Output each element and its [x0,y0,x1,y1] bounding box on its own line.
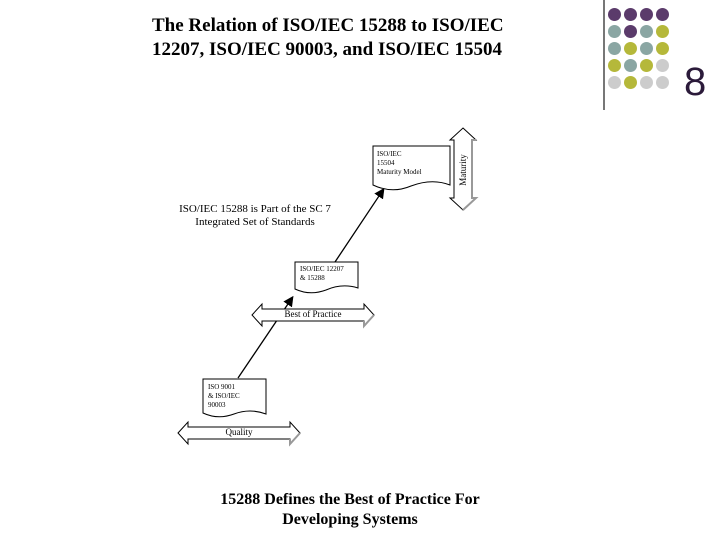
practice-doc-line-2: & 15288 [300,274,325,282]
practice-document-text: ISO/IEC 12207 & 15288 [300,265,344,283]
slide-footer: 15288 Defines the Best of Practice For D… [150,490,550,530]
slide-title: The Relation of ISO/IEC 15288 to ISO/IEC… [152,14,552,62]
quality-doc-line-3: 90003 [208,401,226,409]
decor-dot [640,8,653,21]
footer-line-2: Developing Systems [282,511,418,528]
maturity-doc-line-1: ISO/IEC [377,150,402,158]
decor-dot [624,76,637,89]
sc7-label-line-1: ISO/IEC 15288 is Part of the SC 7 [179,203,331,215]
quality-label: Quality [225,427,253,437]
practice-doc-line-1: ISO/IEC 12207 [300,265,344,273]
decor-dot [624,59,637,72]
decor-dot [656,25,669,38]
quality-doc-line-1: ISO 9001 [208,383,236,391]
connector-practice-to-maturity [334,187,385,263]
header-divider [603,0,605,110]
page-number: 8 [684,60,707,104]
practice-document-shape [294,261,359,294]
decorative-dot-grid [608,8,669,98]
decor-dot [640,25,653,38]
footer-line-1: 15288 Defines the Best of Practice For [220,491,480,508]
decor-dot [640,76,653,89]
title-line-2: 12207, ISO/IEC 90003, and ISO/IEC 15504 [152,39,502,60]
decor-dot [624,25,637,38]
title-line-1: The Relation of ISO/IEC 15288 to ISO/IEC [152,15,504,36]
maturity-arrow-label: Maturity [458,154,468,186]
decor-dot [656,42,669,55]
sc7-label: ISO/IEC 15288 is Part of the SC 7 Integr… [140,203,370,229]
quality-document-text: ISO 9001 & ISO/IEC 90003 [208,383,240,410]
maturity-doc-line-2: 15504 [377,159,395,167]
decor-dot [608,8,621,21]
maturity-document-shape [372,145,451,191]
decor-dot [640,59,653,72]
decor-dot [608,59,621,72]
decor-dot [656,59,669,72]
decor-dot [656,76,669,89]
decor-dot [608,76,621,89]
decor-dot [656,8,669,21]
best-of-practice-label: Best of Practice [284,309,342,319]
decor-dot [624,42,637,55]
maturity-doc-line-3: Maturity Model [377,168,422,176]
decor-dot [640,42,653,55]
sc7-label-line-2: Integrated Set of Standards [195,216,315,228]
quality-doc-line-2: & ISO/IEC [208,392,240,400]
decor-dot [608,25,621,38]
decor-dot [624,8,637,21]
decor-dot [608,42,621,55]
quality-document-shape [202,378,267,418]
maturity-document-text: ISO/IEC 15504 Maturity Model [377,150,422,177]
